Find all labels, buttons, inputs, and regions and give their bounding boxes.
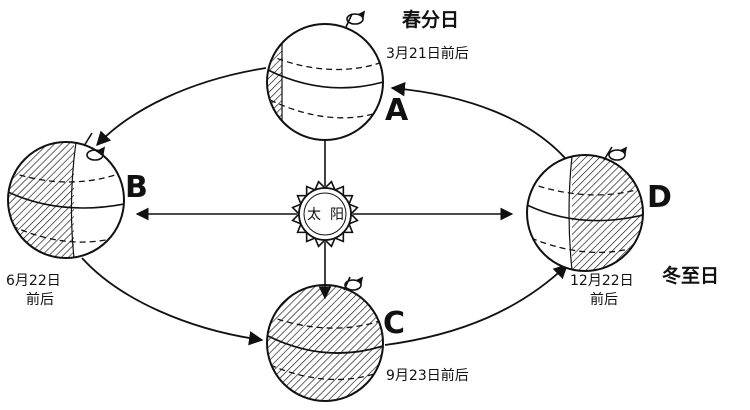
date-label-d-line2: 前后: [590, 291, 618, 308]
orbit-arc-c-to-d: [384, 264, 569, 346]
orbit: [81, 67, 569, 346]
latitude-line: [8, 191, 124, 209]
position-letter-c: C: [383, 306, 405, 341]
sun-label-char-2: 阳: [330, 207, 344, 223]
latitude-line-dashed: [528, 182, 643, 196]
latitude-line: [527, 204, 643, 222]
sun-icon: 太 阳: [291, 180, 359, 248]
rotation-arrow-icon: [345, 10, 366, 28]
latitude-line-dashed: [269, 99, 381, 119]
earth-globe-icon: [7, 132, 125, 259]
terminator-line: [70, 142, 77, 258]
rotation-arrow-icon: [603, 146, 628, 161]
orbit-arc-a-to-b: [96, 67, 267, 147]
earth-globe-icon: [266, 10, 384, 141]
latitude-line: [267, 335, 383, 354]
position-letter-b: B: [125, 170, 148, 205]
latitude-line: [267, 69, 383, 89]
rotation-arrow-icon: [83, 132, 106, 161]
latitude-line-dashed: [269, 364, 381, 381]
night-side-a: [267, 24, 282, 140]
latitude-line-dashed: [267, 315, 383, 329]
date-label-a: 3月21日前后: [386, 45, 469, 62]
latitude-line-dashed: [530, 237, 641, 253]
term-label-a: 春分日: [402, 8, 459, 31]
sun-inner-ring: [303, 192, 347, 236]
date-label-b-line1: 6月22日: [6, 273, 61, 289]
date-label-b-line2: 前后: [26, 291, 54, 308]
latitude-line-dashed: [267, 54, 383, 71]
date-label-d-line1: 12月22日: [570, 273, 634, 289]
earth-globe-icon: [266, 276, 384, 402]
position-letter-d: D: [647, 180, 672, 215]
earth-globe-icon: [526, 146, 644, 272]
date-label-c: 9月23日前后: [386, 367, 469, 384]
orbit-arc-b-to-c: [81, 257, 264, 346]
position-letter-a: A: [385, 93, 409, 128]
orbit-arc-d-to-a: [390, 81, 566, 159]
sun-label-char-1: 太: [307, 207, 321, 223]
sun-body: [298, 187, 352, 241]
terminator-line: [568, 155, 573, 271]
latitude-line-dashed: [9, 171, 124, 183]
term-label-d: 冬至日: [662, 264, 719, 287]
rotation-arrow-icon: [343, 276, 364, 291]
